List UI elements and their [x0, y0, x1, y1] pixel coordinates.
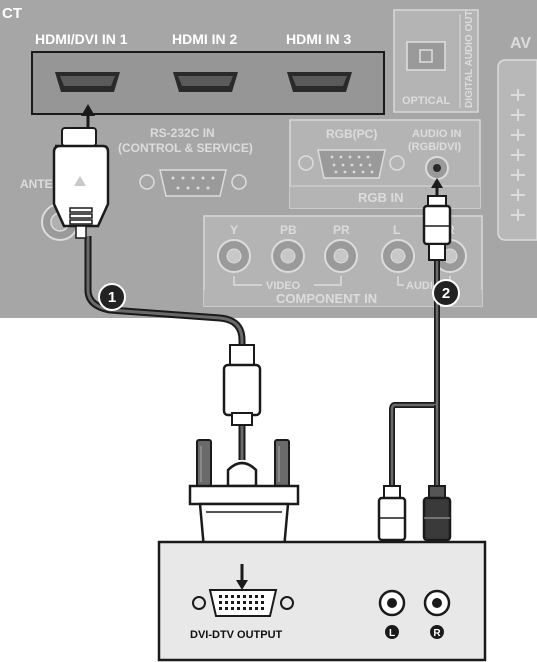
dvi-output-label: DVI-DTV OUTPUT [190, 629, 283, 641]
hdmi-1-label: HDMI/DVI IN 1 [35, 31, 128, 47]
component-l-label: L [393, 223, 400, 237]
hdmi-3-label: HDMI IN 3 [286, 31, 352, 47]
audio-out-right-jack[interactable] [423, 589, 451, 617]
rs232-sub-label: (CONTROL & SERVICE) [118, 141, 253, 155]
digital-audio-out-label: DIGITAL AUDIO OUT [464, 10, 475, 108]
hdmi-port-3[interactable] [287, 72, 352, 92]
scart-pins [511, 89, 525, 221]
optical-label: OPTICAL [402, 95, 451, 107]
component-y-jack[interactable] [217, 239, 251, 273]
audio-in-sub-label: (RGB/DVI) [408, 141, 462, 153]
audio-out-left-jack[interactable] [378, 589, 406, 617]
audio-left-badge: L [385, 625, 399, 639]
panel-corner-label: CT [2, 5, 22, 22]
hdmi-plug [52, 127, 110, 239]
svg-text:L: L [389, 628, 395, 639]
av-label: AV [510, 35, 531, 52]
rgb-in-label: RGB IN [358, 190, 404, 205]
audio-cable [389, 258, 440, 498]
antenna-label: ANTE [20, 177, 53, 191]
step-badge-2: 2 [432, 279, 460, 307]
hdmi-insert-arrow-icon [81, 104, 95, 128]
rs232-label: RS-232C IN [150, 126, 215, 140]
audio-right-badge: R [430, 625, 444, 639]
video-label: VIDEO [266, 280, 301, 292]
source-device: DVI-DTV OUTPUT L R [157, 540, 487, 662]
step-badge-1: 1 [98, 283, 126, 311]
component-y-label: Y [230, 223, 238, 237]
hdmi-2-label: HDMI IN 2 [172, 31, 238, 47]
rgb-pc-label: RGB(PC) [326, 127, 377, 141]
audio-in-label: AUDIO IN [412, 128, 462, 140]
rs232-port[interactable] [139, 169, 247, 197]
audio-in-rgb-dvi-jack[interactable] [425, 156, 449, 180]
dvi-output-port[interactable] [192, 589, 294, 617]
hdmi-port-2[interactable] [173, 72, 238, 92]
rca-plug-tv [422, 195, 452, 261]
component-in-label: COMPONENT IN [276, 291, 377, 306]
component-audio-l-jack[interactable] [381, 239, 415, 273]
component-pb-jack[interactable] [271, 239, 305, 273]
dvi-cable-plug [222, 344, 262, 426]
hdmi-port-1[interactable] [55, 72, 120, 92]
rgb-pc-port[interactable] [298, 149, 405, 179]
optical-port[interactable] [406, 41, 446, 71]
svg-text:1: 1 [108, 289, 116, 306]
optical-port-icon [419, 49, 433, 63]
component-pr-label: PR [333, 223, 350, 237]
svg-text:2: 2 [442, 285, 450, 302]
component-pb-label: PB [280, 223, 297, 237]
audio-insert-arrow-icon [431, 178, 443, 196]
svg-text:R: R [433, 628, 441, 639]
component-pr-jack[interactable] [324, 239, 358, 273]
dvi-insert-arrow-icon [236, 564, 248, 590]
